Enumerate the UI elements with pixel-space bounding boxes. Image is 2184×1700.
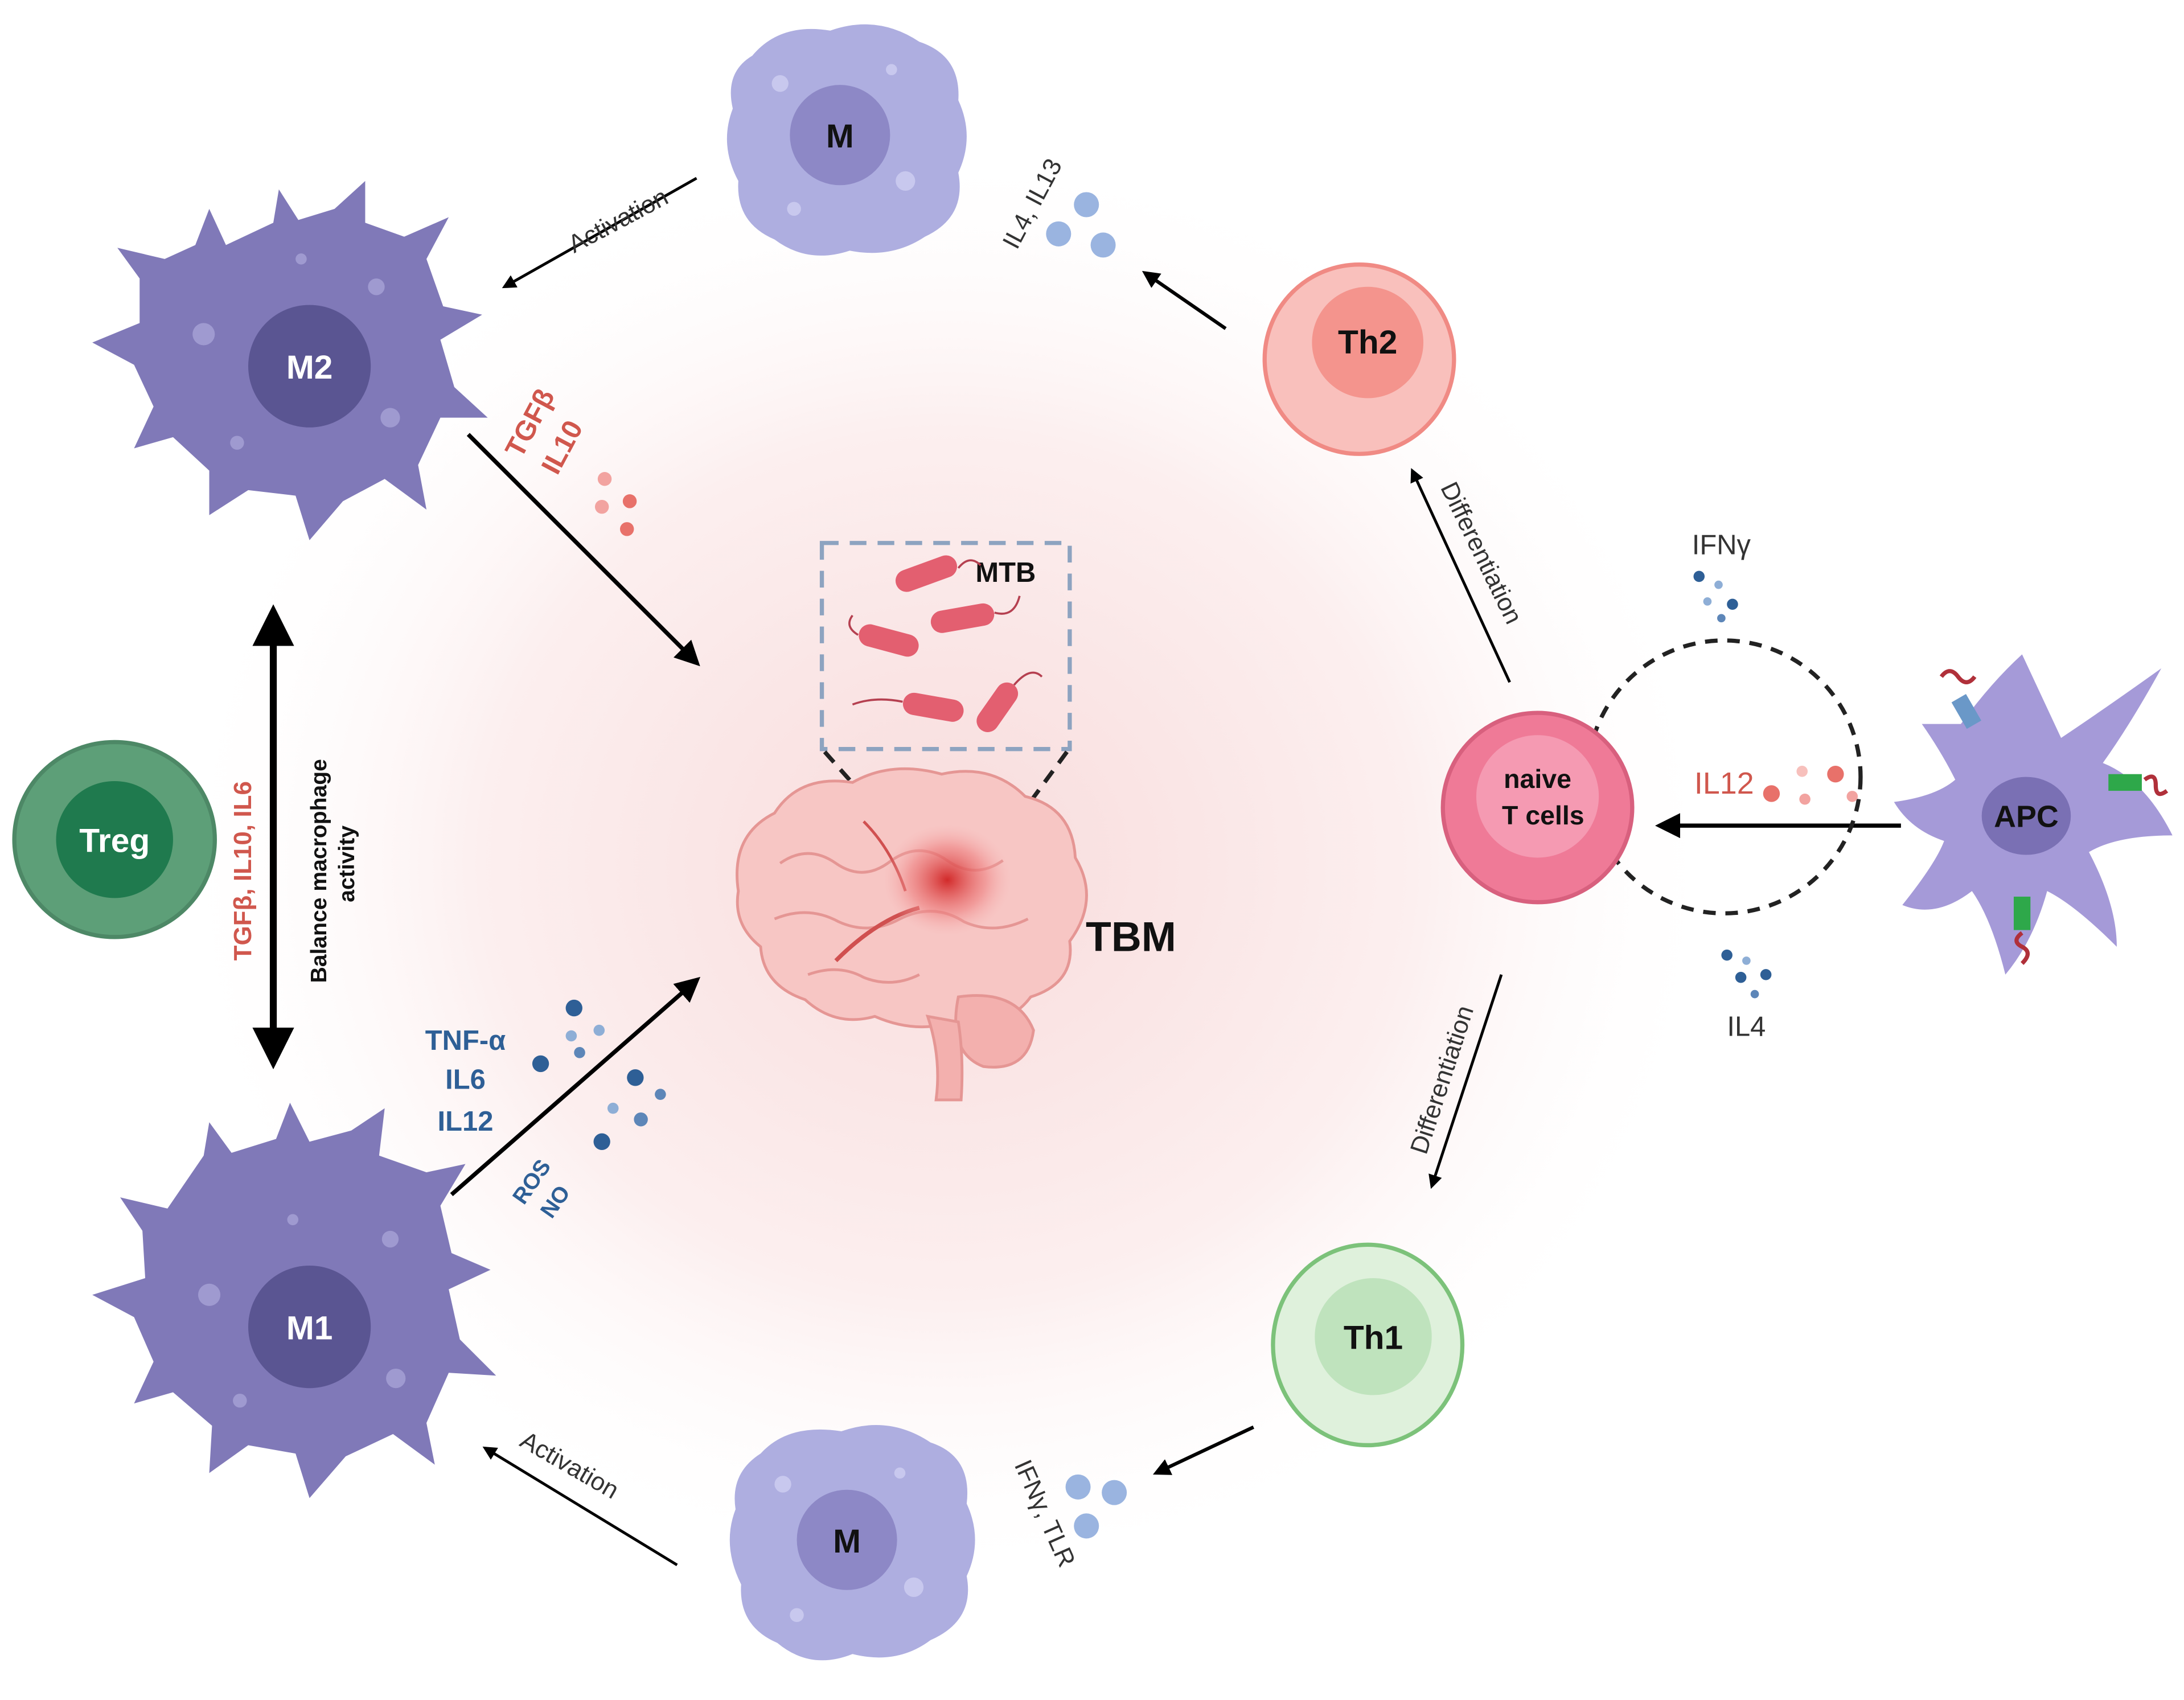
macrophage-bottom: M bbox=[729, 1425, 975, 1661]
treg-nucleus bbox=[56, 781, 173, 898]
tnf-a-label: TNF-α bbox=[425, 1025, 506, 1056]
arrow-naive-to-th1 bbox=[1428, 974, 1503, 1189]
m2-cytokine-dots bbox=[594, 472, 637, 536]
arrow-m-to-m2 bbox=[502, 176, 697, 289]
brain-stem bbox=[925, 1015, 964, 1102]
arrow-m1-to-tbm bbox=[450, 976, 701, 1197]
mtb-label: MTB bbox=[975, 557, 1036, 588]
m1-cytokine-dots bbox=[532, 999, 666, 1151]
apc-receptor-green-right bbox=[2108, 774, 2142, 791]
apc-antigen-red-1 bbox=[1939, 669, 1977, 684]
il12-apc-dots bbox=[1763, 766, 1858, 805]
macrophage-bottom-label: M bbox=[833, 1523, 861, 1560]
naive-nucleus bbox=[1476, 735, 1599, 858]
naive-label-line1: naive bbox=[1504, 764, 1571, 794]
brain-hotspot bbox=[883, 824, 1012, 936]
ifng-top-label: IFNγ bbox=[1692, 529, 1751, 560]
brain bbox=[736, 767, 1088, 1102]
m2-label: M2 bbox=[286, 349, 333, 386]
apc-cell: APC bbox=[1894, 654, 2173, 975]
th2-nucleus bbox=[1312, 286, 1424, 399]
bacterium bbox=[902, 692, 964, 722]
th1-nucleus bbox=[1315, 1278, 1432, 1395]
bacterium bbox=[859, 624, 919, 657]
ifng-top-dots bbox=[1693, 570, 1738, 623]
treg-label: Treg bbox=[79, 823, 150, 860]
arrow-m-to-m1 bbox=[482, 1446, 678, 1566]
apc-receptor-green-bottom bbox=[2013, 896, 2031, 930]
macrophage-m2: M2 bbox=[92, 180, 488, 540]
il4-il13-dots bbox=[1046, 192, 1116, 258]
macrophage-top-nucleus bbox=[790, 85, 890, 186]
il12-apc-label: IL12 bbox=[1694, 766, 1754, 800]
apc-receptor-blue bbox=[1951, 694, 1981, 729]
treg-cytokines-label: TGFβ, IL10, IL6 bbox=[229, 781, 257, 960]
ifng-tlr-dots bbox=[1065, 1474, 1127, 1539]
apc-antigen-red-2 bbox=[2143, 774, 2169, 796]
macrophage-bottom-nucleus bbox=[797, 1489, 897, 1590]
th1-cell: Th1 bbox=[1271, 1242, 1465, 1448]
th2-label: Th2 bbox=[1338, 324, 1397, 361]
apc-nucleus bbox=[1981, 777, 2071, 855]
arrow-th2-to-il4 bbox=[1142, 270, 1227, 330]
bacterium bbox=[976, 682, 1019, 732]
arrow-th1-to-ifng bbox=[1152, 1425, 1254, 1475]
bacterium bbox=[895, 555, 958, 592]
macrophage-top-label: M bbox=[826, 118, 854, 155]
naive-t-cell: naive T cells bbox=[1440, 711, 1635, 905]
il12-m1-label: IL12 bbox=[438, 1106, 494, 1137]
th1-label: Th1 bbox=[1344, 1320, 1403, 1357]
m2-nucleus bbox=[248, 305, 371, 428]
m1-label: M1 bbox=[286, 1310, 333, 1347]
il4-bottom-label: IL4 bbox=[1727, 1011, 1766, 1042]
bacterium bbox=[930, 603, 995, 633]
treg-cell: Treg bbox=[12, 740, 217, 939]
tbm-label: TBM bbox=[1086, 913, 1176, 960]
il4-bottom-dots bbox=[1721, 949, 1772, 999]
macrophage-top: M bbox=[726, 24, 967, 256]
mtb-dashed-box bbox=[819, 541, 1072, 752]
bacteria-group bbox=[848, 555, 1043, 732]
arrow-m2-to-tbm bbox=[466, 433, 700, 667]
naive-label-line2: T cells bbox=[1502, 800, 1584, 830]
il6-label: IL6 bbox=[445, 1064, 486, 1095]
th2-cell: Th2 bbox=[1262, 262, 1456, 456]
balance-label-line1: Balance macrophage bbox=[307, 759, 331, 983]
balance-label-line2: activity bbox=[335, 826, 359, 902]
m1-nucleus bbox=[248, 1265, 371, 1389]
macrophage-m1: M1 bbox=[92, 1102, 496, 1498]
apc-label: APC bbox=[1994, 800, 2059, 834]
apc-antigen-red-3 bbox=[2014, 931, 2030, 965]
arrow-naive-to-th2 bbox=[1410, 468, 1511, 683]
